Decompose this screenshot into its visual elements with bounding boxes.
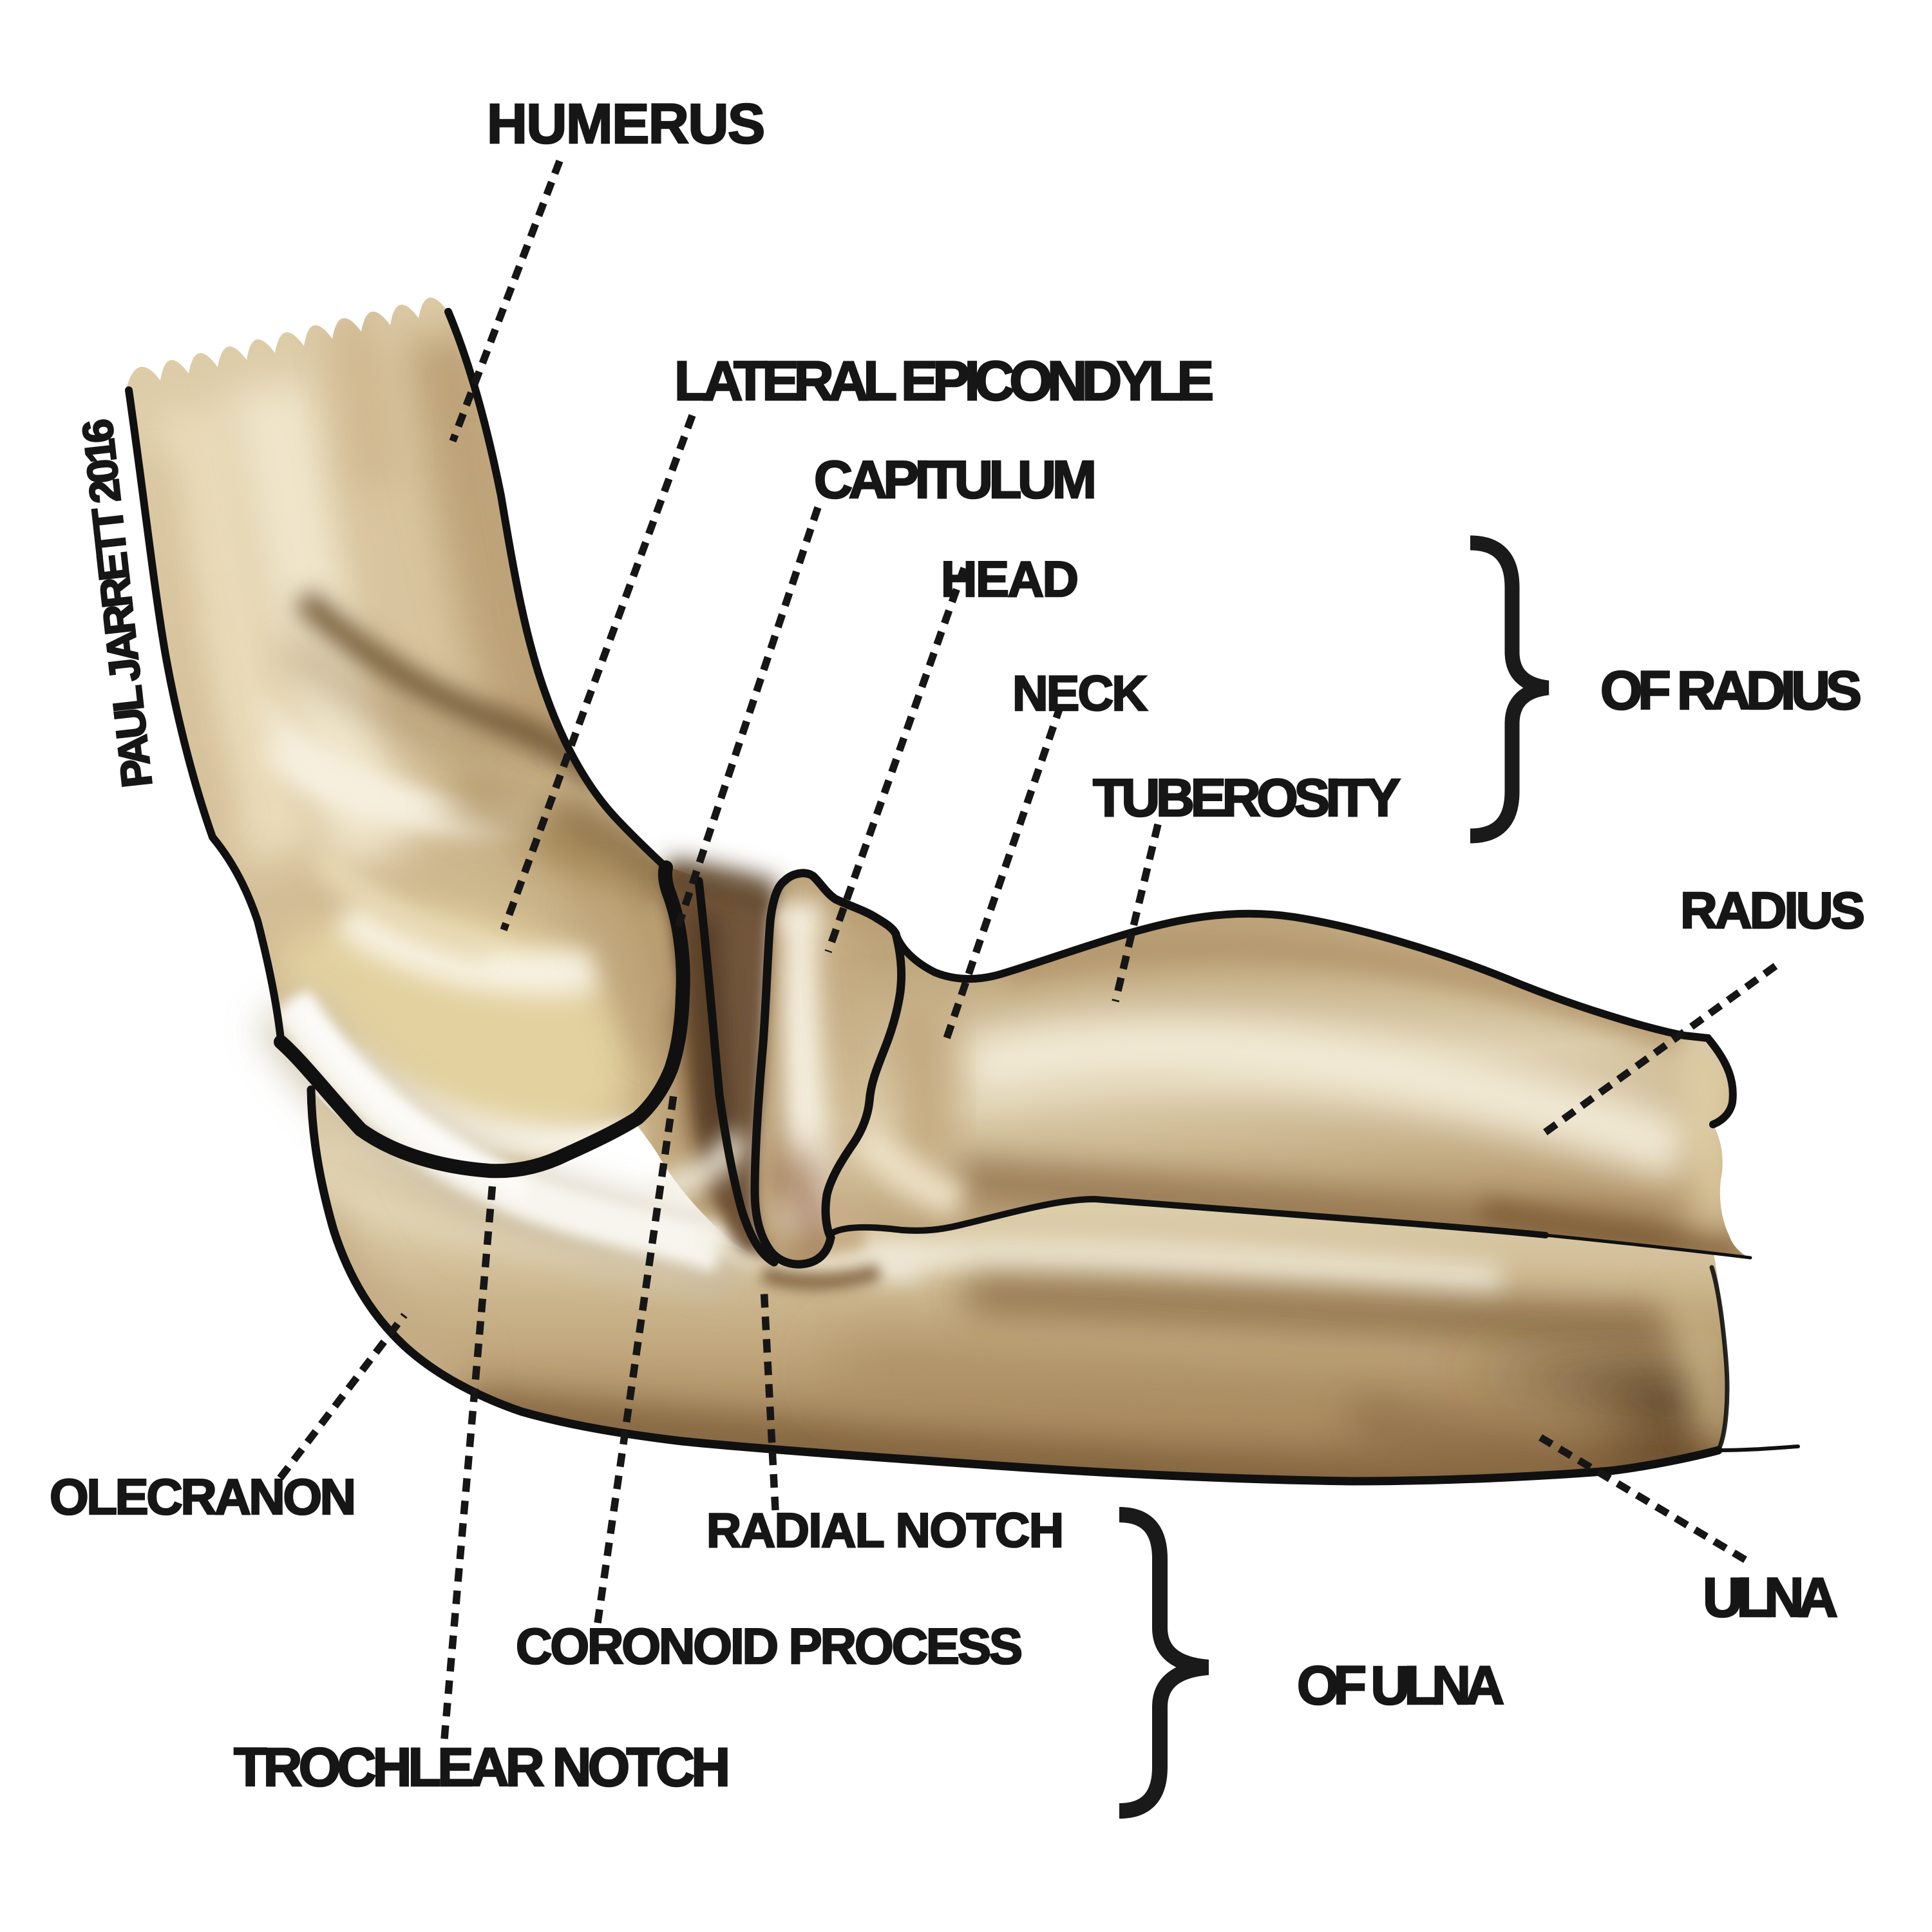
svg-text:LATERAL EPICONDYLE: LATERAL EPICONDYLE	[674, 350, 1214, 412]
svg-text:RADIUS: RADIUS	[1680, 882, 1865, 939]
svg-text:OF RADIUS: OF RADIUS	[1600, 660, 1862, 721]
svg-text:HEAD: HEAD	[941, 551, 1079, 607]
svg-text:NECK: NECK	[1012, 666, 1148, 721]
svg-text:TUBEROSITY: TUBEROSITY	[1093, 768, 1401, 828]
svg-text:HUMERUS: HUMERUS	[487, 93, 765, 155]
svg-text:OF ULNA: OF ULNA	[1297, 1655, 1504, 1716]
svg-text:CORONOID PROCESS: CORONOID PROCESS	[516, 1618, 1023, 1674]
svg-text:RADIAL NOTCH: RADIAL NOTCH	[706, 1503, 1064, 1557]
svg-text:TROCHLEAR NOTCH: TROCHLEAR NOTCH	[234, 1737, 730, 1797]
svg-text:ULNA: ULNA	[1703, 1567, 1838, 1629]
svg-text:OLECRANON: OLECRANON	[50, 1468, 356, 1525]
svg-text:CAPITULUM: CAPITULUM	[814, 450, 1097, 509]
